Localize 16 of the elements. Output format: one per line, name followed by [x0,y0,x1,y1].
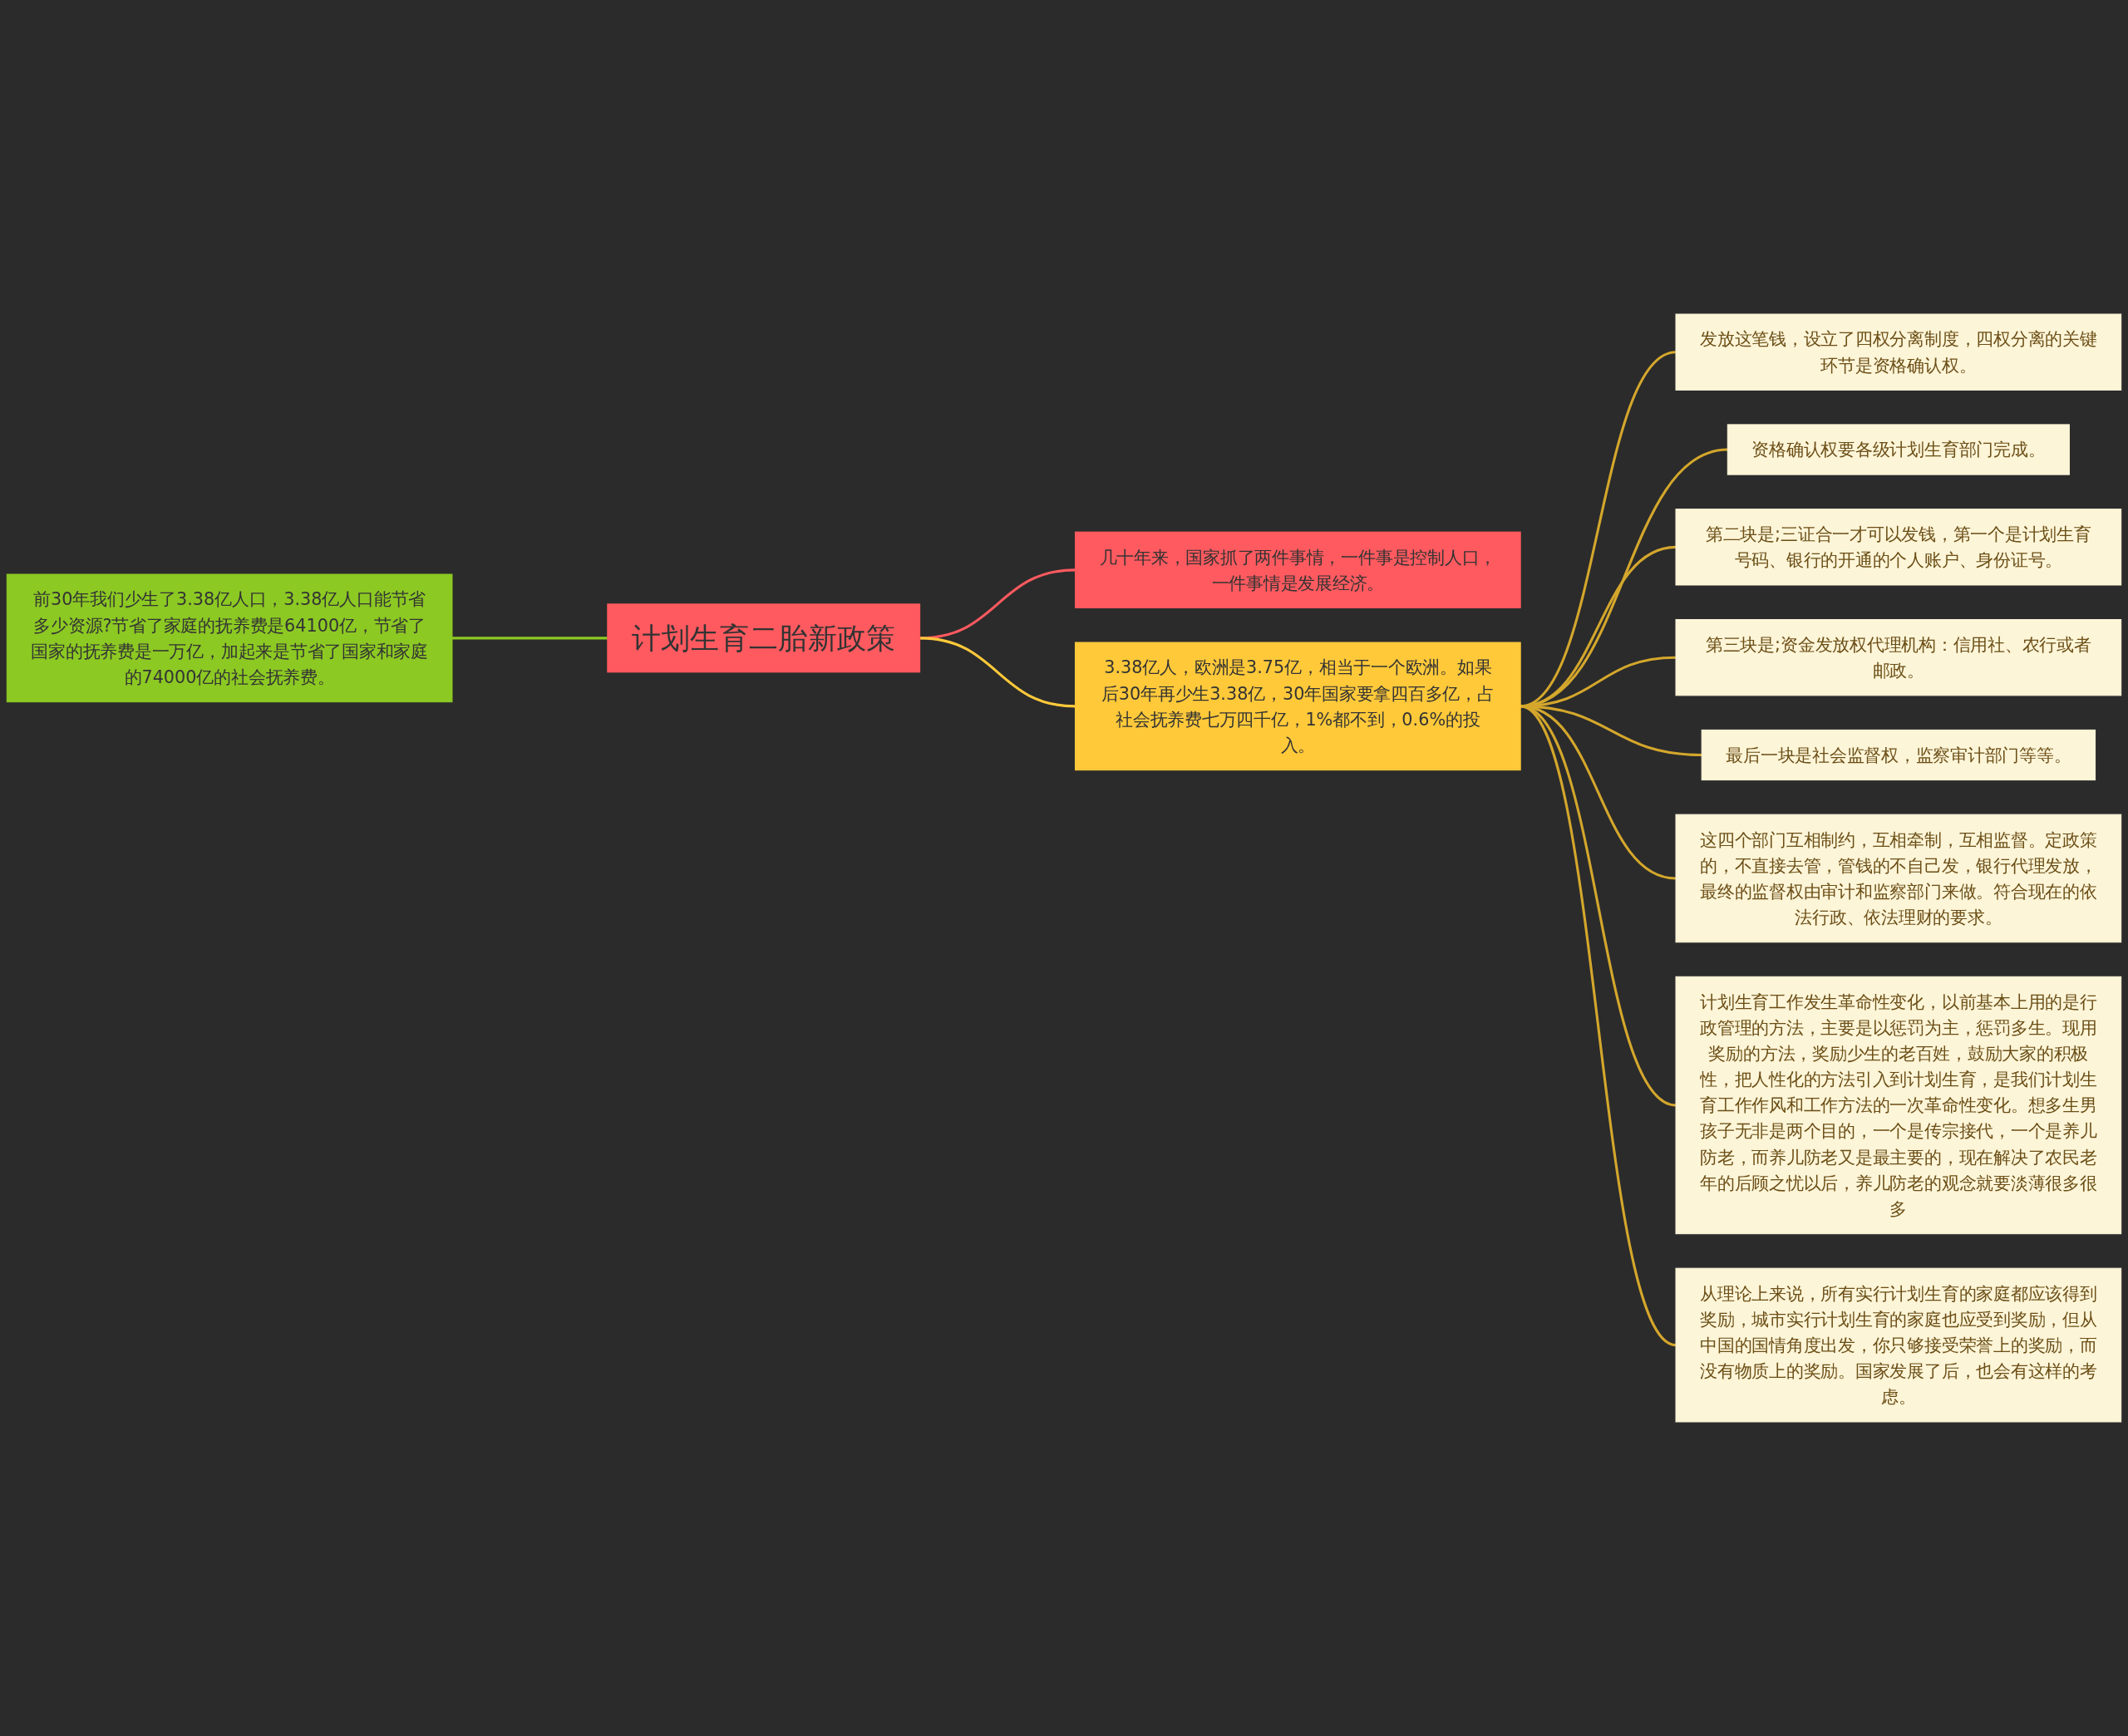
node-box: 计划生育二胎新政策 [607,603,921,673]
node-box: 计划生育工作发生革命性变化，以前基本上用的是行政管理的方法，主要是以惩罚为主，惩罚多生。现用奖励的方法，奖励少生的老百姓，鼓励大家的积极性，把人性化的方法引入到计划生育，是我们计划生育工作作风和工作方法的一次革命性变化。想多生男孩子无非是两个目的，一个是传宗接代，一个是养儿防老，而养儿防老又是最主要的，现在解决了农民老年的后顾之忧以后，养儿防老的观念就要淡薄很多很多 [1675,976,2122,1235]
node-box: 从理论上来说，所有实行计划生育的家庭都应该得到奖励，城市实行计划生育的家庭也应受到奖励，但从中国的国情角度出发，你只够接受荣誉上的奖励，而没有物质上的奖励。国家发展了后，也会有这样的考虑。 [1675,1267,2122,1423]
node-box: 这四个部门互相制约，互相牵制，互相监督。定政策的，不直接去管，管钱的不自己发，银行代理发放，最终的监督权由审计和监察部门来做。符合现在的依法行政、依法理财的要求。 [1675,814,2122,943]
node-box: 3.38亿人，欧洲是3.75亿，相当于一个欧洲。如果后30年再少生3.38亿，30年国家要拿四百多亿，占社会抚养费七万四千亿，1%都不到，0.6%的投入。 [1075,642,1521,771]
node-box: 第三块是;资金发放权代理机构：信用社、农行或者邮政。 [1675,619,2122,696]
connector [1520,705,1677,1346]
node-box: 发放这笔钱，设立了四权分离制度，四权分离的关键环节是资格确认权。 [1675,313,2122,391]
node-box: 最后一块是社会监督权，监察审计部门等等。 [1701,729,2096,781]
node-box: 几十年来，国家抓了两件事情，一件事是控制人口，一件事情是发展经济。 [1075,531,1521,609]
connector [919,637,1076,708]
node-box: 第二块是;三证合一才可以发钱，第一个是计划生育号码、银行的开通的个人账户、身份证号。 [1675,509,2122,586]
connector [451,637,608,640]
node-box: 前30年我们少生了3.38亿人口，3.38亿人口能节省多少资源?节省了家庭的抚养费是64100亿，节省了国家的抚养费是一万亿，加起来是节省了国家和家庭的74000亿的社会抚养费。 [6,573,453,703]
node-box: 资格确认权要各级计划生育部门完成。 [1727,424,2070,475]
connector [1520,705,1677,1107]
